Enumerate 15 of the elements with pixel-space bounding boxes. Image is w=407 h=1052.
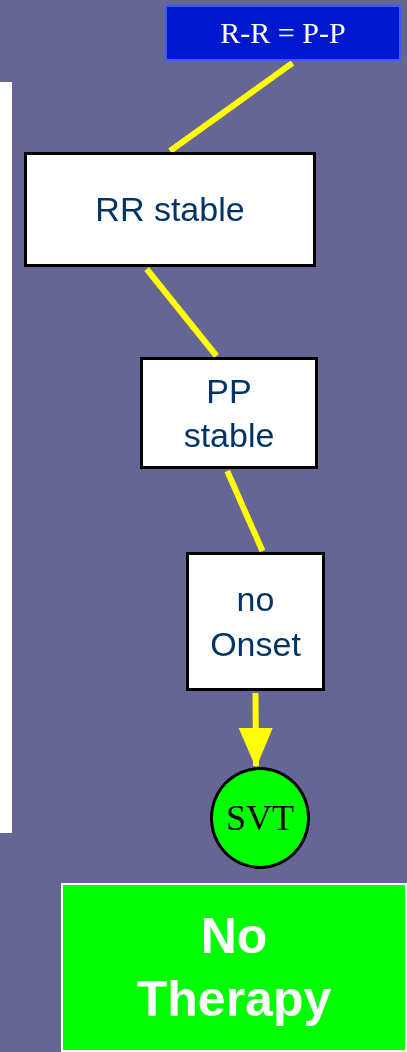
process-box — [186, 552, 325, 691]
node-label: RR stable — [95, 189, 245, 231]
result-box — [61, 883, 407, 1052]
node-label: R-R = P-P — [220, 16, 346, 50]
process-box — [140, 357, 318, 469]
header-box — [165, 5, 401, 61]
node-label: no Onset — [209, 579, 302, 665]
node-label: No Therapy — [135, 907, 333, 1029]
connector-line — [168, 60, 295, 154]
connector-line — [224, 469, 266, 553]
node-label: SVT — [226, 797, 294, 839]
connector-line — [144, 267, 219, 358]
node-label: PP stable — [182, 370, 276, 456]
process-box — [24, 152, 316, 267]
arrow — [238, 692, 273, 768]
